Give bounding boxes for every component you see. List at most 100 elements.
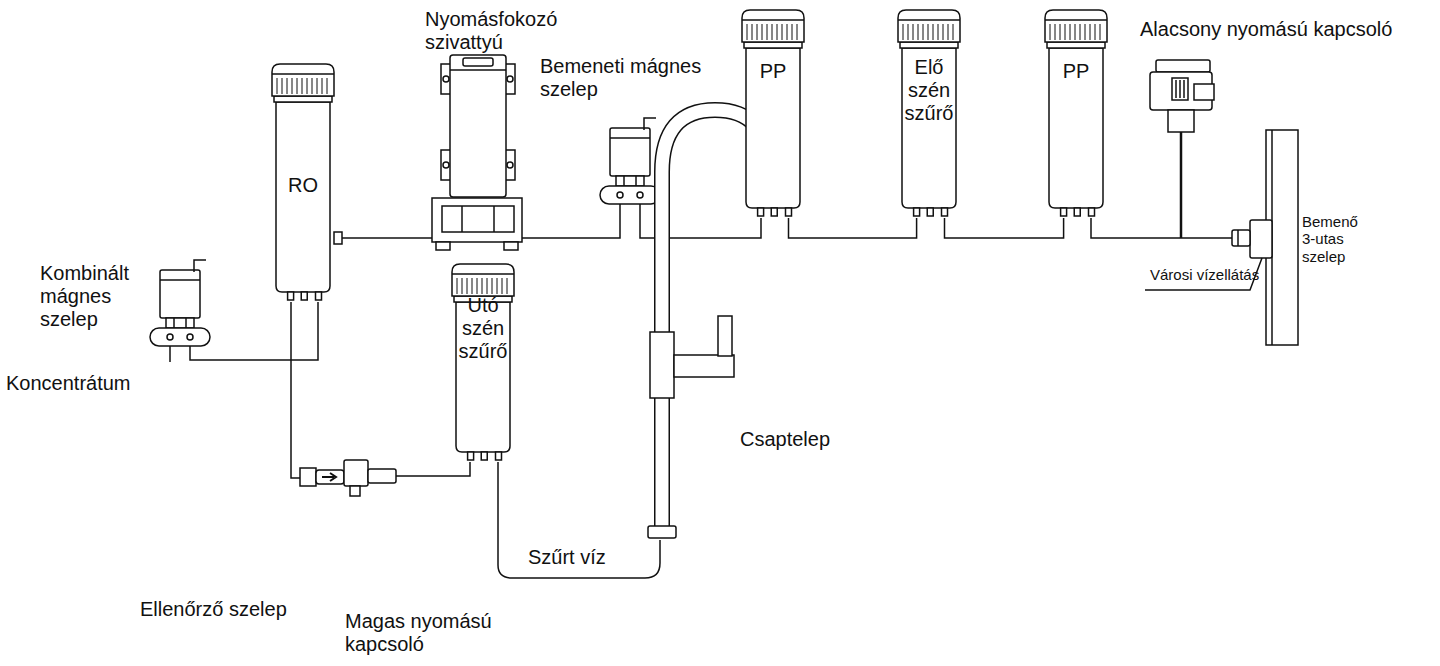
filter-cap [272, 73, 334, 75]
cap-rib [1085, 24, 1086, 40]
filter-outline [272, 64, 334, 300]
faucet [718, 316, 732, 356]
pipe [291, 302, 302, 478]
cap-rib [913, 24, 914, 40]
pipe [169, 346, 171, 362]
filter-label: PP [760, 60, 787, 83]
filter-body [902, 48, 956, 208]
filter-housing: Elő szén szűrő [898, 8, 960, 218]
cap-rib [772, 24, 773, 40]
cap-rib [1070, 24, 1071, 40]
part-label: Koncentrátum [6, 372, 156, 395]
faucet [674, 355, 734, 377]
low-pressure-switch [1179, 80, 1181, 98]
filter-fitting [301, 292, 307, 300]
side-port [334, 232, 342, 244]
part-label: Szűrt víz [528, 546, 638, 569]
pipe [340, 237, 432, 239]
check-valve [316, 470, 344, 484]
booster-pump [493, 206, 495, 232]
cap-rib [782, 24, 783, 40]
booster-pump [432, 198, 522, 242]
cap-rib [502, 278, 503, 294]
cap-rib [903, 24, 904, 40]
cap-rib [492, 278, 493, 294]
pipe-connector [789, 218, 917, 238]
cap-rib [1100, 24, 1101, 40]
low-pressure-switch [1150, 60, 1214, 238]
part-label: Csaptelep [740, 428, 860, 451]
cap-rib [322, 78, 323, 94]
cap-rib [292, 78, 293, 94]
cap-rib [467, 278, 468, 294]
cap-rib [777, 24, 778, 40]
filter-body [1049, 48, 1103, 208]
text-group: Utó szén szűrő [452, 262, 514, 363]
filter-cap [742, 19, 804, 21]
cap-rib [938, 24, 939, 40]
filter-cap [1045, 10, 1107, 42]
cap-rib [767, 24, 768, 40]
cap-rib [472, 278, 473, 294]
filter-outline [1045, 10, 1107, 216]
cap-rib [287, 78, 288, 94]
inlet-valve [600, 118, 660, 204]
filter-fitting [914, 208, 920, 216]
cap-rib [302, 78, 303, 94]
pipe [1091, 218, 1232, 238]
filter-outline [742, 8, 804, 218]
cap-rib [297, 78, 298, 94]
part-label: Bemeneti mágnes szelep [540, 55, 715, 101]
low-pressure-switch [1194, 84, 1214, 100]
three-way-valve [1250, 220, 1272, 258]
filter-housing: PP [1045, 8, 1107, 218]
filter-outline [452, 264, 514, 460]
filter-fitting [786, 208, 792, 216]
cap-rib [918, 24, 919, 40]
filter-fitting [496, 452, 502, 460]
filter-cap [272, 64, 334, 96]
cap-rib [487, 278, 488, 294]
pipe [522, 204, 620, 238]
booster-pump [450, 55, 506, 197]
text-group: PP [1045, 8, 1107, 83]
filter-housing: PP [742, 8, 804, 218]
cap-rib [307, 78, 308, 94]
high-pressure-switch [344, 460, 368, 486]
filter-fitting [1089, 208, 1095, 216]
cap-rib [462, 278, 463, 294]
filter-cap [452, 273, 514, 275]
cap-rib [928, 24, 929, 40]
part-label: Ellenőrző szelep [140, 598, 320, 621]
check-valve [300, 468, 316, 486]
check-valve [300, 468, 344, 486]
filter-fitting [1061, 208, 1067, 216]
low-pressure-switch [1172, 78, 1188, 100]
filter-cap [898, 10, 960, 42]
cap-rib [948, 24, 949, 40]
filter-fitting [1074, 208, 1080, 216]
filter-cap [898, 19, 960, 21]
cap-rib [277, 78, 278, 94]
check-valve [322, 473, 336, 481]
filter-housing: RO [272, 62, 334, 302]
booster-pump [463, 58, 493, 66]
filter-fitting [927, 208, 933, 216]
low-pressure-switch [1180, 132, 1183, 238]
cap-rib [762, 24, 763, 40]
filter-label: RO [288, 174, 318, 197]
part-label: Magas nyomású kapcsoló [345, 610, 505, 656]
filter-fitting [288, 292, 294, 300]
cap-rib [1090, 24, 1091, 40]
part-label: Alacsony nyomású kapcsoló [1140, 18, 1392, 41]
filter-label: PP [1063, 60, 1090, 83]
text-group: PP [742, 8, 804, 83]
filter-body [276, 102, 330, 292]
pipe [190, 302, 318, 360]
booster-pump [450, 69, 506, 71]
cap-rib [953, 24, 954, 40]
filter-housing: Utó szén szűrő [452, 262, 514, 462]
